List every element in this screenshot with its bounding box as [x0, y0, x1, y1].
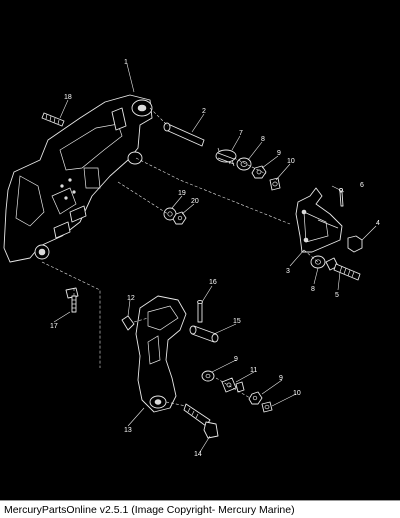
- screw-17: [65, 287, 79, 313]
- pivot-pin-2: [163, 122, 205, 147]
- cap-10-top: [269, 177, 281, 191]
- callout-1: 1: [124, 59, 128, 66]
- washer-9-lower: [201, 370, 215, 382]
- tilt-lock-bracket-3: [295, 187, 343, 253]
- copyright-footer: MercuryPartsOnline v2.5.1 (Image Copyrig…: [0, 500, 400, 518]
- nut-9-lower: [248, 391, 263, 405]
- pin-16: [197, 299, 203, 323]
- swivel-bracket: [3, 94, 153, 263]
- callout-5: 5: [335, 292, 339, 299]
- bolt-14: [183, 403, 219, 439]
- callout-18: 18: [64, 94, 72, 101]
- footer-caption: MercuryPartsOnline v2.5.1 (Image Copyrig…: [4, 504, 295, 516]
- callout-8b: 8: [311, 286, 315, 293]
- callout-8a: 8: [261, 136, 265, 143]
- callout-labels: 1 18 2 7 8 9 10 6 19 20 4 3 8 5 16 12 17…: [50, 59, 380, 458]
- washer-8-top: [236, 157, 252, 171]
- knob-4: [347, 235, 363, 253]
- spring-7: [215, 147, 237, 167]
- callout-7: 7: [239, 130, 243, 137]
- assembly-lines: [41, 107, 319, 407]
- callout-17: 17: [50, 323, 58, 330]
- clip-12: [121, 315, 135, 331]
- cap-10-lower: [261, 401, 273, 413]
- callout-19: 19: [178, 190, 186, 197]
- callout-15: 15: [233, 318, 241, 325]
- callout-12: 12: [127, 295, 135, 302]
- stud-18: [41, 112, 65, 127]
- callout-13: 13: [124, 427, 132, 434]
- callout-11: 11: [250, 367, 257, 374]
- callout-20: 20: [191, 198, 199, 205]
- callout-2: 2: [202, 108, 206, 115]
- sleeve-15: [189, 325, 219, 343]
- nut-20: [172, 211, 187, 225]
- cotter-pin-6: [338, 187, 344, 207]
- exploded-parts-diagram: 1 18 2 7 8 9 10 6 19 20 4 3 8 5 16 12 17…: [0, 0, 400, 500]
- callout-10a: 10: [287, 158, 295, 165]
- callout-leaders: [53, 63, 377, 453]
- nut-9-top: [251, 165, 267, 179]
- callout-14: 14: [194, 451, 202, 458]
- callout-6: 6: [360, 182, 364, 189]
- callout-9a: 9: [277, 150, 281, 157]
- callout-16: 16: [209, 279, 217, 286]
- callout-9b: 9: [234, 356, 238, 363]
- callout-10b: 10: [293, 390, 301, 397]
- callout-9c: 9: [279, 375, 283, 382]
- callout-4: 4: [376, 220, 380, 227]
- bushing-11: [221, 377, 245, 393]
- callout-3: 3: [286, 268, 290, 275]
- trim-arm-13: [135, 295, 187, 413]
- bolt-5: [325, 257, 361, 281]
